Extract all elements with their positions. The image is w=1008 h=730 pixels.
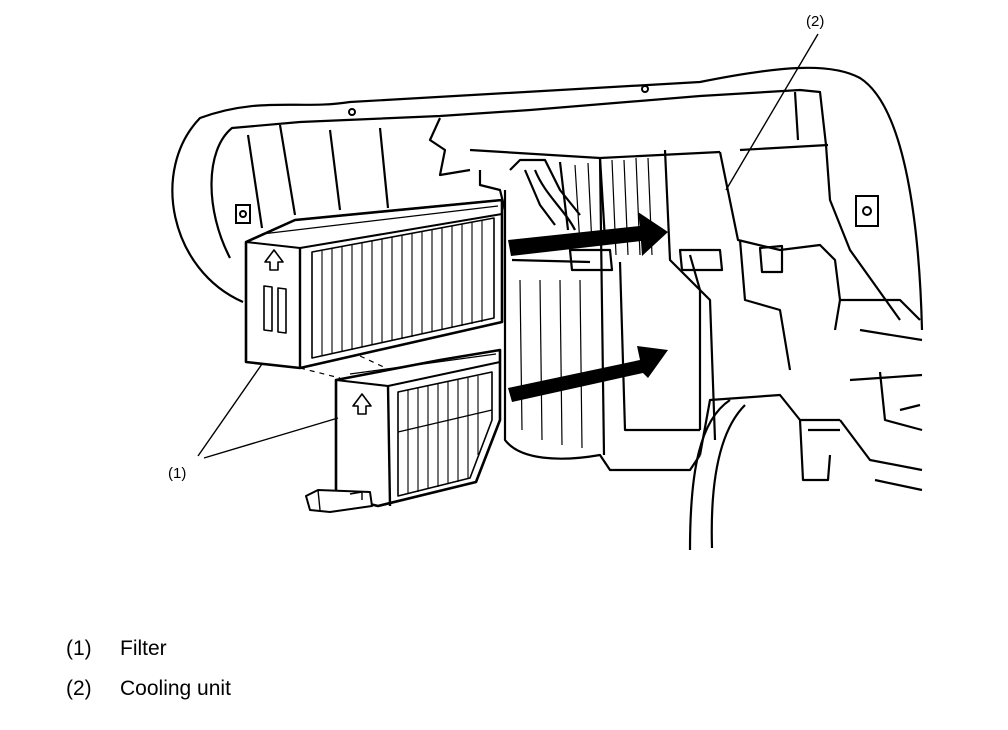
legend-item-cooling-unit: (2) Cooling unit (66, 674, 231, 714)
upper-insertion-arrow (508, 212, 668, 256)
mounting-holes (235, 85, 879, 227)
hidden-lines (299, 355, 391, 379)
upper-filter-element (244, 198, 504, 370)
legend-item-filter: (1) Filter (66, 634, 231, 674)
up-arrow-icon (264, 249, 284, 271)
callout-filter: (1) (168, 465, 186, 482)
lower-insertion-arrow (508, 346, 668, 402)
legend-label: Cooling unit (120, 677, 231, 700)
filter-leader-lower (203, 417, 339, 459)
legend-number: (2) (66, 677, 92, 700)
cooling-unit-ribs (519, 157, 653, 449)
lower-filter-element (305, 348, 502, 513)
cooling-unit-body (503, 149, 923, 551)
legend-label: Filter (120, 637, 167, 660)
filter-leader-upper (197, 363, 263, 457)
up-arrow-icon (352, 393, 372, 415)
legend-number: (1) (66, 637, 92, 660)
cooling-unit-leader (725, 33, 819, 191)
leader-lines (197, 33, 819, 459)
legend: (1) Filter (2) Cooling unit (66, 634, 231, 714)
callout-cooling-unit: (2) (806, 13, 824, 30)
insertion-arrows (508, 212, 668, 402)
